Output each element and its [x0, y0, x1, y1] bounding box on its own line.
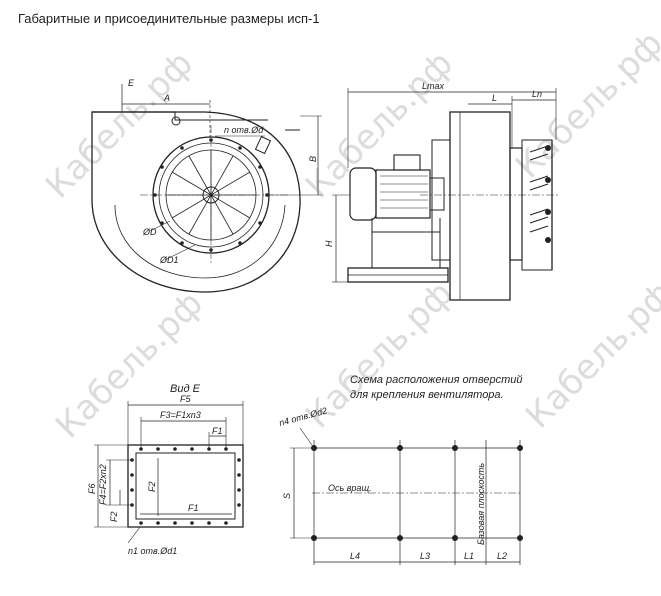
scheme-title-line2: для крепления вентилятора.	[350, 389, 504, 401]
label-f1-top: F1	[212, 426, 223, 436]
label-holes-front: n отв.Ød	[224, 125, 264, 135]
label-base-plane: Базовая плоскость	[476, 463, 486, 545]
label-view-e: Вид E	[170, 383, 201, 395]
label-s: S	[282, 493, 292, 499]
watermark: Кабель.рф	[508, 24, 661, 187]
label-f4: F4=F2xn2	[98, 464, 108, 505]
watermark: Кабель.рф	[298, 44, 461, 207]
label-d1: ØD1	[159, 255, 179, 265]
label-f2-left: F2	[109, 511, 119, 522]
label-l: L	[492, 93, 497, 103]
mounting-hole-scheme	[290, 427, 523, 565]
fan-front-view	[91, 84, 322, 293]
label-h: H	[324, 240, 334, 247]
label-l2: L2	[497, 551, 507, 561]
label-f1-center: F1	[188, 503, 199, 513]
label-l1: L1	[464, 551, 474, 561]
label-f6: F6	[87, 483, 97, 494]
label-f3: F3=F1xn3	[160, 410, 201, 420]
scheme-title-line1: Схема расположения отверстий	[350, 374, 522, 386]
label-f5: F5	[180, 394, 191, 404]
label-e: E	[128, 78, 135, 88]
watermark: Кабель.рф	[48, 284, 211, 447]
label-lmax: Lmax	[422, 81, 445, 91]
view-e-flange	[94, 401, 244, 544]
label-d: ØD	[142, 227, 157, 237]
label-f2-center: F2	[147, 481, 157, 492]
label-b: B	[308, 156, 318, 162]
watermark: Кабель.рф	[518, 274, 661, 437]
page-title: Габаритные и присоединительные размеры и…	[18, 11, 320, 26]
label-l4: L4	[350, 551, 360, 561]
label-a: A	[163, 93, 170, 103]
label-holes-n1: n1 отв.Ød1	[128, 546, 177, 556]
fan-side-view	[332, 88, 560, 301]
label-ln: Ln	[532, 89, 542, 99]
label-l3: L3	[420, 551, 430, 561]
label-axis: Ось вращ.	[328, 483, 372, 493]
